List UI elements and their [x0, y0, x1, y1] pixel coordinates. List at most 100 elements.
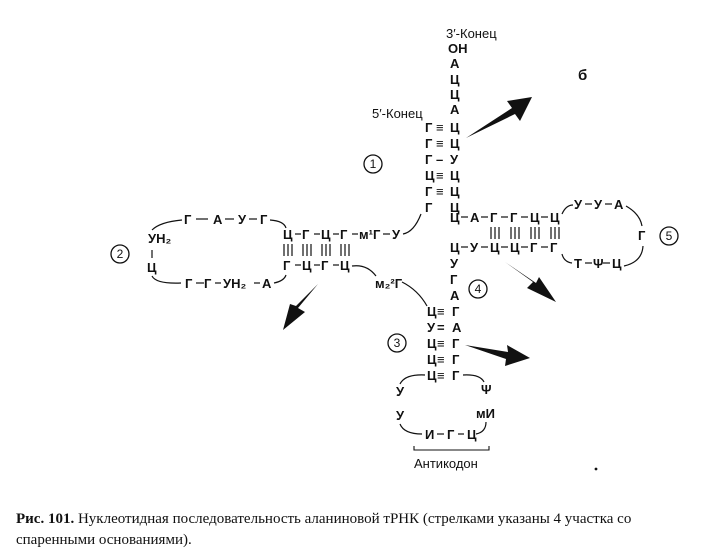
pairing-arrows [283, 97, 556, 366]
anticodon-stem-bond: ≡ [437, 336, 445, 351]
anticodon-stem-right-base: А [452, 320, 462, 335]
d-link-m22g: м₂²Г [375, 276, 403, 291]
anticodon-stem-right-base: Г [452, 336, 460, 351]
svg-text:1: 1 [370, 157, 377, 171]
d-link-u: У [392, 227, 401, 242]
anticodon-base: Г [447, 427, 455, 442]
figure-label: Рис. 101. [16, 511, 75, 527]
arrow-t-stem [505, 262, 556, 302]
svg-text:3: 3 [394, 336, 401, 350]
acceptor-stem-bond: ≡ [436, 184, 444, 199]
anticodon-base: И [425, 427, 434, 442]
trna-cloverleaf-diagram: б 3′-Конец 5′-Конец ОН А Ц Ц А Г ≡ Ц Г ≡… [110, 26, 679, 471]
t-stem-bottom-base: Г [550, 240, 558, 255]
anticodon-loop-base: У [396, 384, 405, 399]
anticodon-bracket [413, 446, 490, 451]
t-loop-base: Ψ [593, 256, 604, 271]
loop-number-3: 3 [387, 333, 407, 353]
anticodon-stem-bond: ≡ [437, 304, 445, 319]
t-stem-bottom-base: Г [530, 240, 538, 255]
t-loop-base: А [614, 197, 624, 212]
acceptor-stem-bond: – [436, 152, 443, 167]
t-loop-base: У [574, 197, 583, 212]
anticodon-stem-left-base: Ц [427, 336, 437, 351]
acceptor-stem-left-base: Г [425, 136, 433, 151]
acceptor-tail-base: Ц [450, 72, 460, 87]
t-loop-base: Г [638, 228, 646, 243]
junction-base: Г [425, 200, 433, 215]
d-loop-base: Г [184, 212, 192, 227]
loop-number-4: 4 [468, 279, 488, 299]
acceptor-stem-bond: ≡ [436, 168, 444, 183]
t-loop-base: Т [574, 256, 582, 271]
anticodon-loop-base: У [396, 408, 405, 423]
acceptor-stem-right-base: Ц [450, 184, 460, 199]
five-prime-end-label: 5′-Конец [372, 106, 423, 121]
loop-number-2: 2 [110, 244, 130, 264]
anticodon-stem-left-base: У [427, 320, 436, 335]
d-stem-bottom-base: Г [283, 258, 291, 273]
anticodon-arm: У Г А Ц ≡ Г У = А Ц ≡ Г Ц ≡ Г Ц ≡ Г У У … [396, 256, 495, 471]
t-stem-bonds [490, 227, 560, 239]
acceptor-tail-base: А [450, 56, 460, 71]
acceptor-stem-right-base: Ц [450, 168, 460, 183]
acceptor-tail-oh: ОН [448, 41, 468, 56]
t-stem-top-base: Ц [530, 210, 540, 225]
d-loop-base: УН₂ [223, 276, 246, 291]
anticodon-stem-right-base: Г [452, 368, 460, 383]
d-loop-base: Ц [147, 260, 157, 275]
anticodon-stem-right-base: Г [452, 304, 460, 319]
anticodon-link-base: Г [450, 272, 458, 287]
acceptor-stem: Г ≡ Ц Г ≡ Ц Г – У Ц ≡ Ц Г ≡ Ц [425, 120, 460, 199]
arrow-anticodon-stem [465, 345, 530, 366]
figure-caption: Рис. 101. Нуклеотидная последовательност… [16, 509, 696, 551]
anticodon-base: Ц [467, 427, 477, 442]
anticodon-stem-bond: = [437, 320, 445, 335]
anticodon-label: Антикодон [414, 456, 478, 471]
panel-letter: б [578, 67, 587, 84]
three-prime-end-label: 3′-Конец [446, 26, 497, 41]
acceptor-stem-left-base: Г [425, 152, 433, 167]
anticodon-stem-bond: ≡ [437, 368, 445, 383]
junction-base: Ц [450, 200, 460, 215]
acceptor-stem-bond: ≡ [436, 136, 444, 151]
anticodon-loop-base: мИ [476, 406, 495, 421]
anticodon-stem-left-base: Ц [427, 368, 437, 383]
d-stem-bonds [283, 244, 350, 256]
d-stem-bottom-base: Г [321, 258, 329, 273]
t-stem-bottom-base: Ц [450, 240, 460, 255]
anticodon-stem-right-base: Г [452, 352, 460, 367]
anticodon-link-base: А [450, 288, 460, 303]
d-loop-base: Г [260, 212, 268, 227]
t-stem-top-base: Г [490, 210, 498, 225]
t-loop-base: У [594, 197, 603, 212]
t-stem-top-base: Ц [450, 210, 460, 225]
d-stem-top-base: Ц [283, 227, 293, 242]
acceptor-stem-right-base: У [450, 152, 459, 167]
t-stem-top-base: Ц [550, 210, 560, 225]
t-loop-base: Ц [612, 256, 622, 271]
arrow-acceptor-stem [466, 97, 532, 138]
acceptor-stem-left-base: Ц [425, 168, 435, 183]
acceptor-stem-left-base: Г [425, 184, 433, 199]
t-stem-top-base: А [470, 210, 480, 225]
t-stem-bottom-base: У [470, 240, 479, 255]
d-link-m1g: м¹Г [359, 227, 381, 242]
d-stem-bottom-base: Ц [340, 258, 350, 273]
anticodon-stem-left-base: Ц [427, 352, 437, 367]
d-loop-base: А [213, 212, 223, 227]
acceptor-stem-left-base: Г [425, 120, 433, 135]
acceptor-tail-base: Ц [450, 87, 460, 102]
d-loop-base: Г [204, 276, 212, 291]
d-arm: Ц Г Ц Г Г Ц Г Ц м¹Г У м₂²Г Г А У Г [147, 212, 428, 307]
svg-text:4: 4 [475, 282, 482, 296]
t-stem-bottom-base: Ц [490, 240, 500, 255]
anticodon-link-base: У [450, 256, 459, 271]
t-arm: Ц А Г Г Ц Ц Ц У Ц Ц Г Г У У А [450, 197, 646, 271]
stray-dot [594, 467, 598, 471]
svg-text:2: 2 [117, 247, 124, 261]
d-stem-top-base: Г [302, 227, 310, 242]
d-stem-bottom-base: Ц [302, 258, 312, 273]
loop-number-5: 5 [659, 226, 679, 246]
t-stem-top-base: Г [510, 210, 518, 225]
